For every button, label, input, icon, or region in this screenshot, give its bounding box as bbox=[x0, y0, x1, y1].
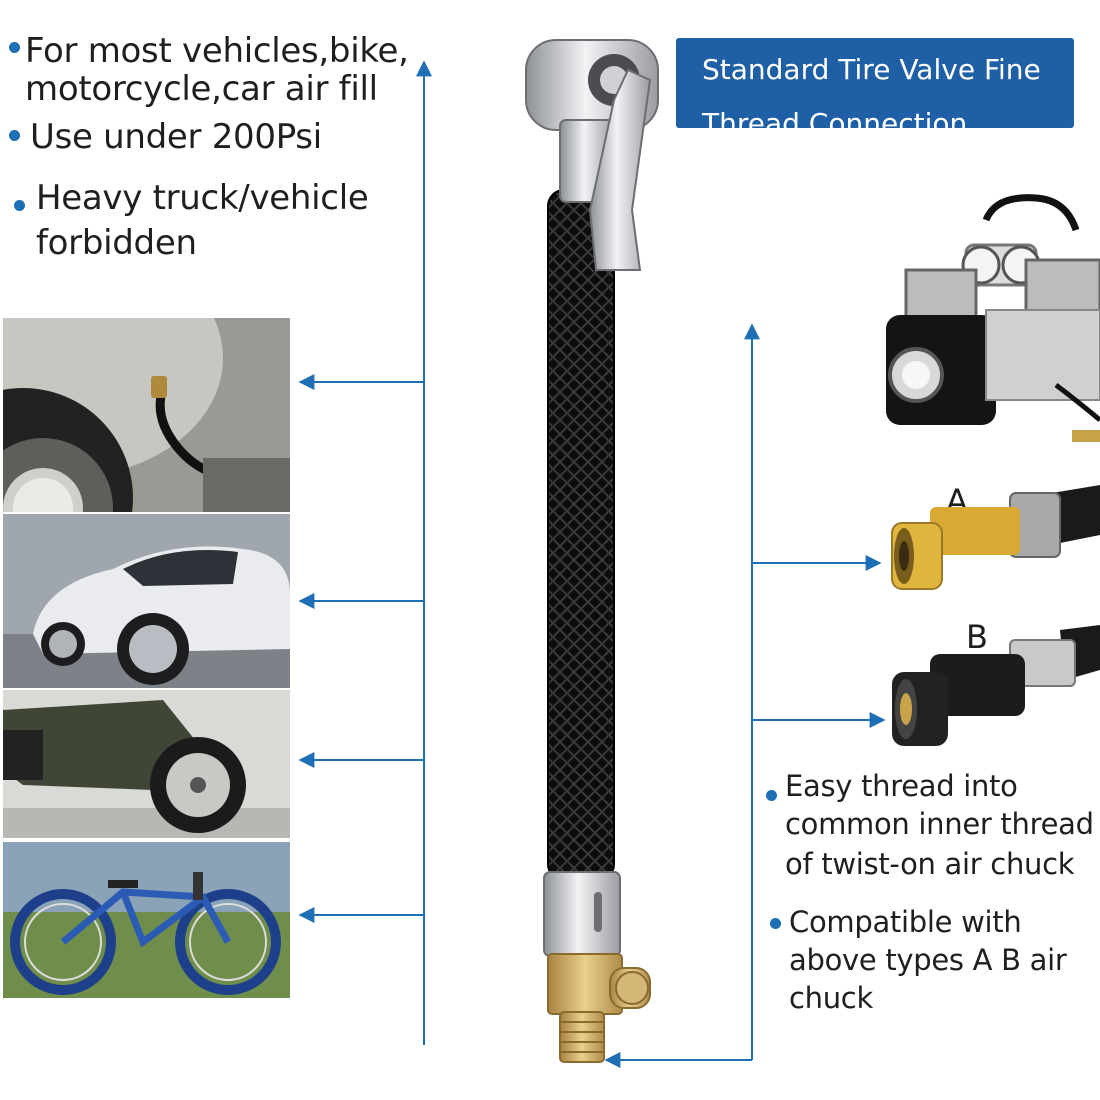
chuck-b-photo bbox=[890, 620, 1100, 750]
bullet-thread-line1: Easy thread into bbox=[785, 769, 1018, 803]
bullet-dot bbox=[766, 790, 777, 801]
bicycle-photo bbox=[3, 842, 290, 998]
chuck-a-photo bbox=[890, 475, 1100, 595]
banner-line2: Thread Connection bbox=[702, 107, 968, 140]
bullet-vehicles-line2: motorcycle,car air fill bbox=[25, 69, 378, 109]
bullet-dot bbox=[14, 200, 25, 211]
bullet-psi: Use under 200Psi bbox=[30, 117, 322, 157]
thread-connection-banner: Standard Tire Valve Fine Thread Connecti… bbox=[676, 38, 1074, 140]
bullet-vehicles-line1: For most vehicles,bike, bbox=[25, 31, 409, 71]
bullet-dot bbox=[770, 918, 781, 929]
bullet-thread-line2: common inner thread bbox=[785, 807, 1094, 841]
banner-line1: Standard Tire Valve Fine bbox=[702, 53, 1041, 86]
bullet-compatible-line2: above types A B air bbox=[789, 943, 1067, 977]
motorcycle-photo bbox=[3, 690, 290, 838]
air-compressor-photo bbox=[876, 190, 1100, 460]
bullet-compatible-line3: chuck bbox=[789, 981, 873, 1015]
bullet-dot bbox=[9, 42, 20, 53]
car-photo bbox=[3, 514, 290, 688]
tire-valve-photo bbox=[3, 318, 290, 512]
chuck-label-b: B bbox=[966, 618, 988, 656]
bullet-compatible-line1: Compatible with bbox=[789, 905, 1022, 939]
bullet-dot bbox=[9, 130, 20, 141]
bullet-truck-line2: forbidden bbox=[36, 223, 197, 263]
bullet-truck-line1: Heavy truck/vehicle bbox=[36, 178, 369, 218]
bullet-thread-line3: of twist-on air chuck bbox=[785, 847, 1075, 881]
